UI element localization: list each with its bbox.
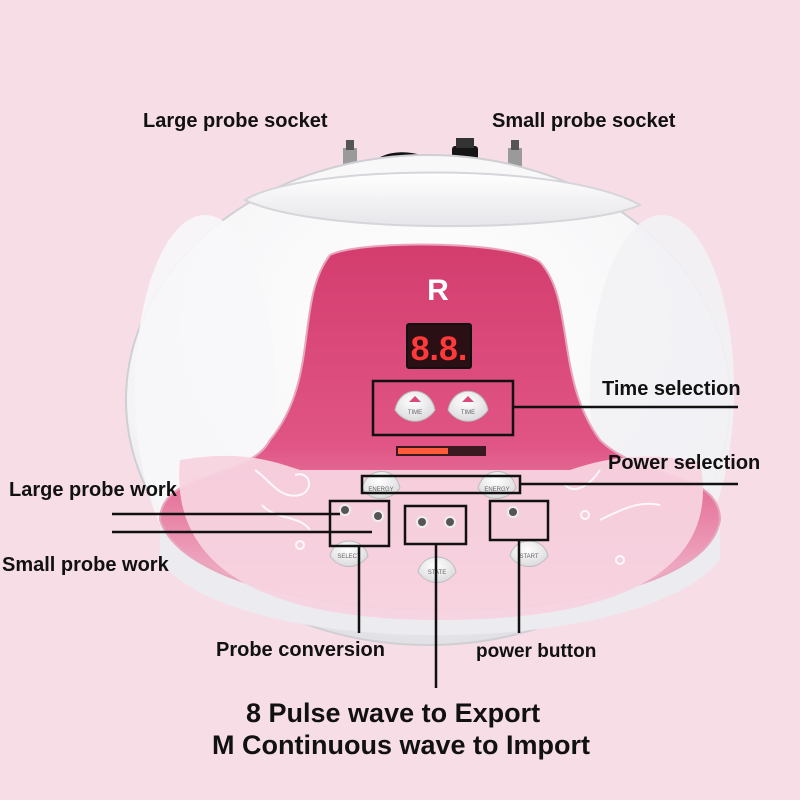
wave-mode-leds [416,516,456,528]
caption-line-2: M Continuous wave to Import [212,730,590,760]
caption-line-1: 8 Pulse wave to Export [246,698,541,728]
label-large-probe-work: Large probe work [9,479,177,501]
svg-text:SELECT: SELECT [337,554,361,560]
label-probe-conversion: Probe conversion [216,639,385,661]
svg-text:START: START [519,554,538,560]
svg-text:ENERGY: ENERGY [484,487,509,493]
svg-text:TIME: TIME [461,410,475,416]
brand-logo: R [427,274,449,307]
digital-display [406,323,472,369]
label-power-selection: Power selection [608,452,761,474]
label-time-selection: Time selection [602,378,741,400]
time-button-left[interactable]: TIME [394,390,436,422]
time-button-right[interactable]: TIME [447,390,489,422]
label-small-probe-work: Small probe work [2,554,169,576]
floral-decoration [254,469,661,565]
display-digits: 8.8. [411,330,468,368]
svg-text:ENERGY: ENERGY [368,487,393,493]
probe-work-leds [339,504,384,522]
device-lid [242,171,643,228]
label-small-probe-socket: Small probe socket [492,110,676,132]
callout-lines [112,379,738,688]
svg-text:TIME: TIME [408,410,422,416]
power-led [507,506,519,518]
label-power-button: power button [476,641,597,662]
label-large-probe-socket: Large probe socket [143,110,328,132]
